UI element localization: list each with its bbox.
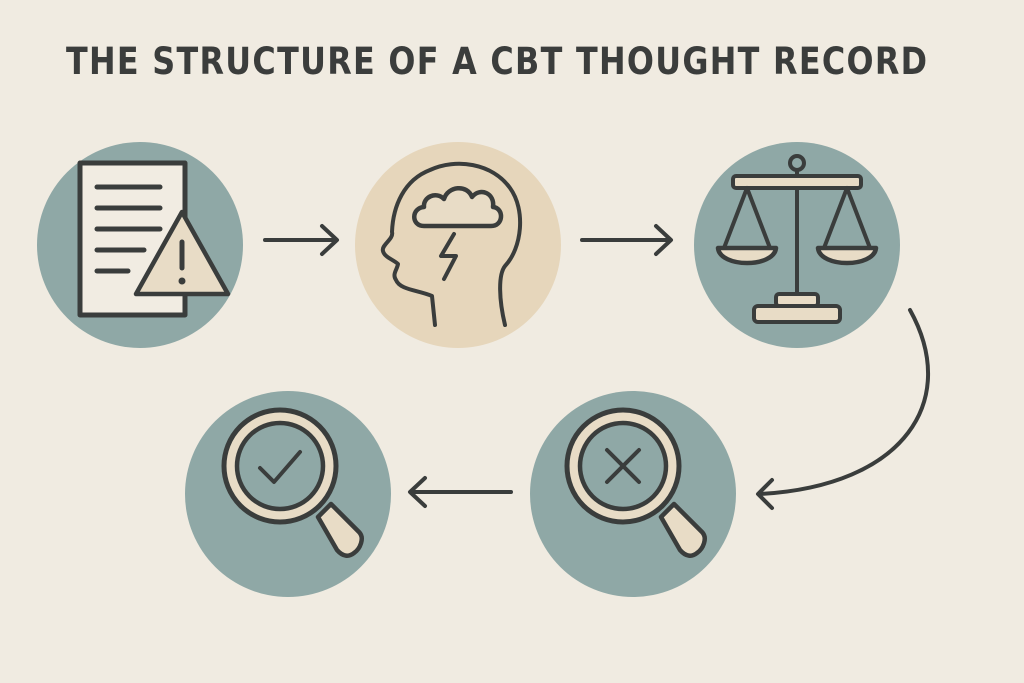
head-storm-icon [380, 161, 523, 327]
step-situation [37, 142, 243, 348]
step-automatic-thought [355, 142, 561, 348]
arrow-curved-down-left [756, 308, 930, 510]
step-weigh-evidence [694, 142, 900, 348]
arrow-right-1 [263, 224, 339, 256]
step-balanced-thought [185, 391, 391, 597]
balance-scale-icon [715, 154, 879, 324]
magnifier-cross-icon [564, 407, 707, 558]
step-circle [355, 142, 561, 348]
document-warning-icon [77, 160, 231, 318]
step-identify-distortion [530, 391, 736, 597]
arrow-left-4 [408, 476, 513, 508]
arrow-right-2 [580, 224, 673, 256]
diagram-title: THE STRUCTURE OF A CBT THOUGHT RECORD [66, 40, 929, 83]
magnifier-check-icon [221, 407, 364, 558]
